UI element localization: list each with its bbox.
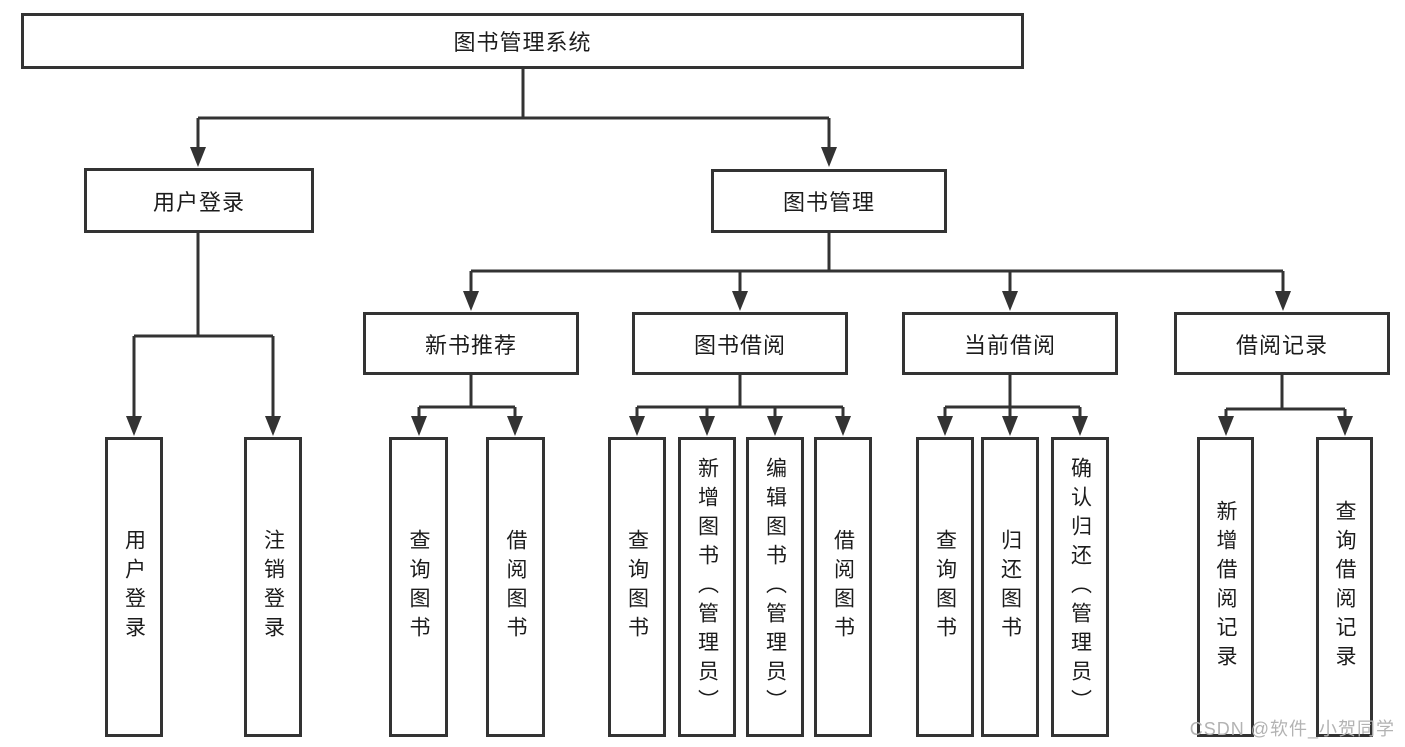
watermark: CSDN @软件_小贺同学 xyxy=(1189,719,1395,739)
arrow-icon xyxy=(507,416,523,436)
node-user-login: 用户登录 xyxy=(84,168,314,233)
leaf-query-books-recommend-label: 查询图书 xyxy=(407,529,430,645)
leaf-query-borrow-record-label: 查询借阅记录 xyxy=(1333,500,1356,674)
arrow-icon xyxy=(732,291,748,311)
arrow-icon xyxy=(821,147,837,167)
connector-root-split xyxy=(196,69,831,152)
leaf-borrow-books-recommend: 借阅图书 xyxy=(486,437,545,737)
leaf-query-borrow-record: 查询借阅记录 xyxy=(1316,437,1373,737)
node-book-borrow: 图书借阅 xyxy=(632,312,848,375)
leaf-query-books-current-label: 查询图书 xyxy=(933,529,957,645)
leaf-borrow-books-recommend-label: 借阅图书 xyxy=(504,529,527,645)
connector-book-borrow-split xyxy=(635,375,845,421)
leaf-add-book-admin-label: 新增图书（管理员） xyxy=(695,456,719,718)
arrow-icon xyxy=(265,416,281,436)
arrow-icon xyxy=(767,416,783,436)
leaf-user-login: 用户登录 xyxy=(105,437,163,737)
leaf-borrow-books-label: 借阅图书 xyxy=(831,529,855,645)
leaf-query-books-recommend: 查询图书 xyxy=(389,437,448,737)
connector-current-borrow-split xyxy=(943,375,1082,421)
node-borrow-records: 借阅记录 xyxy=(1174,312,1390,375)
leaf-edit-book-admin-label: 编辑图书（管理员） xyxy=(763,456,787,718)
leaf-add-book-admin: 新增图书（管理员） xyxy=(678,437,736,737)
leaf-add-borrow-record: 新增借阅记录 xyxy=(1197,437,1254,737)
node-borrow-records-label: 借阅记录 xyxy=(1235,332,1328,358)
arrow-icon xyxy=(411,416,427,436)
leaf-borrow-books: 借阅图书 xyxy=(814,437,872,737)
arrow-icon xyxy=(1072,416,1088,436)
node-current-borrow-label: 当前借阅 xyxy=(963,332,1056,358)
leaf-user-login-label: 用户登录 xyxy=(122,529,146,645)
leaf-edit-book-admin: 编辑图书（管理员） xyxy=(746,437,804,737)
arrow-icon xyxy=(699,416,715,436)
arrow-icon xyxy=(1275,291,1291,311)
leaf-confirm-return-admin-label: 确认归还（管理员） xyxy=(1068,456,1092,718)
node-book-management-label: 图书管理 xyxy=(782,190,875,215)
node-new-book-recommend-label: 新书推荐 xyxy=(424,332,517,358)
connector-book-management-split xyxy=(469,233,1285,296)
arrow-icon xyxy=(1002,291,1018,311)
leaf-return-book: 归还图书 xyxy=(981,437,1039,737)
arrow-icon xyxy=(629,416,645,436)
arrow-icon xyxy=(463,291,479,311)
arrow-icon xyxy=(1218,416,1234,436)
node-new-book-recommend: 新书推荐 xyxy=(363,312,579,375)
leaf-add-borrow-record-label: 新增借阅记录 xyxy=(1214,500,1237,674)
arrow-icon xyxy=(835,416,851,436)
node-root: 图书管理系统 xyxy=(21,13,1024,69)
leaf-query-books-borrow: 查询图书 xyxy=(608,437,666,737)
leaf-return-book-label: 归还图书 xyxy=(998,529,1022,645)
arrow-icon xyxy=(1002,416,1018,436)
arrow-icon xyxy=(126,416,142,436)
leaf-logout: 注销登录 xyxy=(244,437,302,737)
node-book-borrow-label: 图书借阅 xyxy=(693,332,786,358)
leaf-query-books-borrow-label: 查询图书 xyxy=(625,529,649,645)
connector-new-book-split xyxy=(417,375,517,421)
arrow-icon xyxy=(1337,416,1353,436)
node-user-login-label: 用户登录 xyxy=(152,189,245,215)
node-current-borrow: 当前借阅 xyxy=(902,312,1118,375)
node-root-label: 图书管理系统 xyxy=(453,30,592,55)
leaf-logout-label: 注销登录 xyxy=(261,529,285,645)
connector-user-login-split xyxy=(132,233,275,421)
arrow-icon xyxy=(190,147,206,167)
arrow-icon xyxy=(937,416,953,436)
node-book-management: 图书管理 xyxy=(711,169,947,233)
connector-borrow-records-split xyxy=(1224,375,1347,421)
leaf-confirm-return-admin: 确认归还（管理员） xyxy=(1051,437,1109,737)
leaf-query-books-current: 查询图书 xyxy=(916,437,974,737)
